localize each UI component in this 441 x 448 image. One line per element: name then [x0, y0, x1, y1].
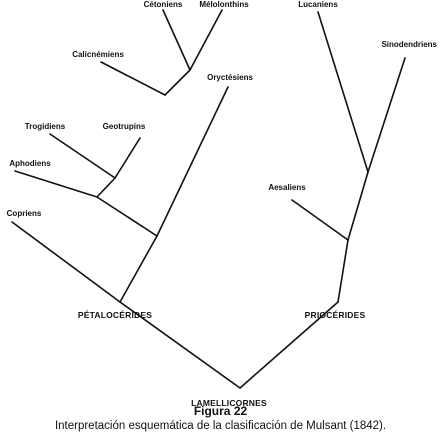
branch-aesaliens — [291, 199, 349, 241]
label-cetoniens: Cétoniens — [144, 0, 183, 9]
branch-upper-priocerides — [347, 171, 369, 241]
branch-aphodiens — [14, 170, 98, 198]
branch-upper-group-stem — [164, 69, 191, 96]
branch-trogidiens-geotrupins-stem — [96, 177, 116, 198]
petalocerides-branches — [11, 9, 241, 389]
label-melolonthins: Mélolonthins — [199, 0, 249, 9]
branch-priocerides-trunk — [239, 301, 339, 389]
caption-text: Interpretación esquemática de la clasifi… — [54, 420, 387, 432]
label-calicnemiens: Calicnémiens — [72, 50, 124, 59]
priocerides-branches — [239, 11, 406, 389]
branch-lower-group — [96, 196, 158, 237]
branch-main-stem — [119, 235, 158, 303]
label-trogidiens: Trogidiens — [25, 122, 66, 131]
figure-caption: Figura 22 Interpretación esquemática de … — [0, 404, 441, 434]
label-oryctesiens: Oryctésiens — [207, 73, 253, 82]
branch-priocerides-stem — [337, 239, 349, 303]
label-aesaliens: Aesaliens — [268, 183, 306, 192]
branch-trogidiens — [49, 133, 116, 179]
label-lamellicornes: LAMELLICORNES — [191, 398, 267, 408]
label-aphodiens: Aphodiens — [9, 159, 51, 168]
label-sinodendriens: Sinodendriens — [381, 40, 437, 49]
branch-calicnemiens — [100, 61, 166, 96]
label-priocerides: PRIOCÉRIDES — [305, 310, 366, 320]
branch-geotrupins — [114, 137, 141, 179]
branch-sinodendriens — [367, 57, 406, 173]
label-geotrupins: Geotrupins — [103, 122, 146, 131]
branch-petalocerides-trunk — [119, 301, 241, 389]
group-labels: PÉTALOCÉRIDES PRIOCÉRIDES LAMELLICORNES — [78, 310, 366, 408]
branch-lucaniens — [317, 11, 369, 173]
branch-melolonthins — [189, 9, 223, 71]
branch-cetoniens-stem — [162, 9, 191, 71]
label-lucaniens: Lucaniens — [298, 0, 338, 9]
label-petalocerides: PÉTALOCÉRIDES — [78, 310, 152, 320]
caption-title: Figura 22 — [193, 404, 248, 418]
branch-oryctesiens — [156, 86, 229, 237]
taxon-labels: Cétoniens Mélolonthins Lucaniens Sinoden… — [7, 0, 438, 218]
branch-copriens — [11, 221, 121, 303]
label-copriens: Copriens — [7, 209, 42, 218]
